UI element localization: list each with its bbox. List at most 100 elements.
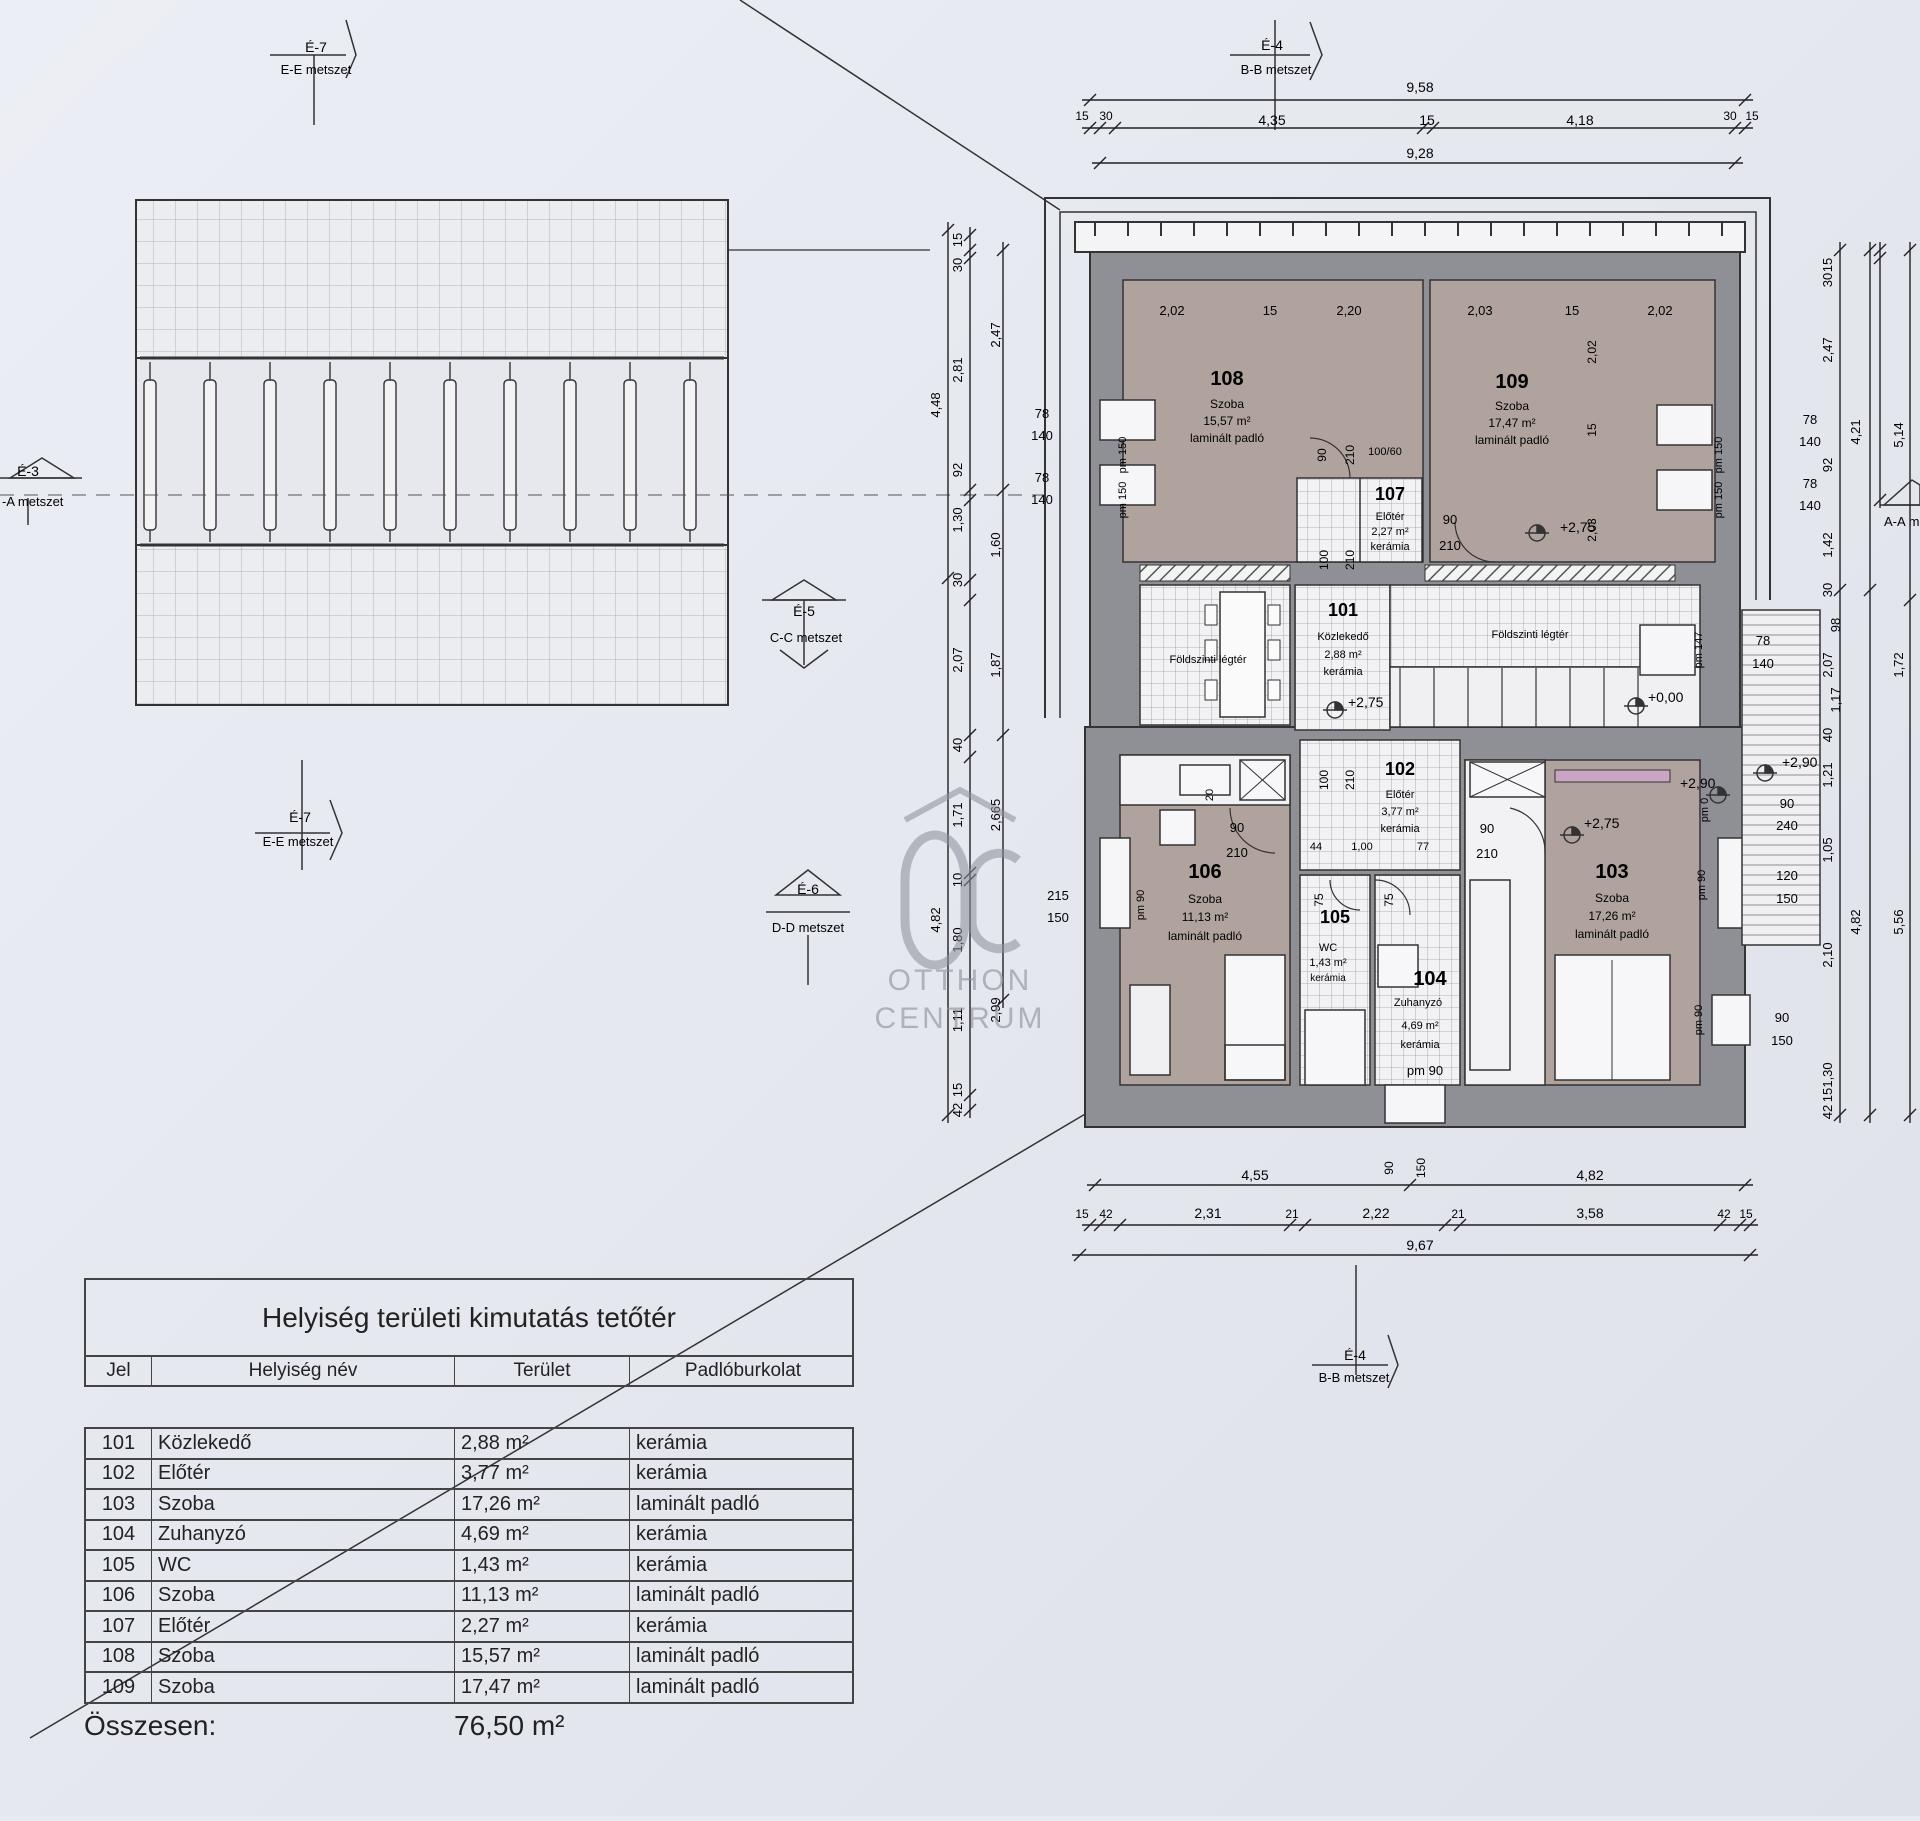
cell-area: 3,77 m² <box>455 1459 630 1488</box>
svg-text:B-B metszet: B-B metszet <box>1241 62 1312 77</box>
total-value: 76,50 m² <box>454 1709 565 1741</box>
level-symbols <box>1323 524 1777 844</box>
svg-text:90: 90 <box>1382 1161 1396 1175</box>
building-plan <box>1044 197 1821 1128</box>
svg-text:15: 15 <box>1565 303 1579 318</box>
dimension-label: 92 <box>1820 458 1835 472</box>
cell-area: 1,43 m² <box>455 1551 630 1580</box>
dimension-label: 2,10 <box>1820 942 1835 967</box>
svg-text:pm 150: pm 150 <box>1713 437 1725 474</box>
dimension-label: 15 <box>1820 258 1835 272</box>
watermark-text: OTTHON CENTRUM <box>875 964 1046 1035</box>
svg-text:140: 140 <box>1799 498 1821 513</box>
svg-text:44: 44 <box>1310 841 1322 853</box>
svg-text:+2,75: +2,75 <box>1560 519 1596 535</box>
dimension-label: 4,21 <box>1848 419 1863 444</box>
cell-name: Közlekedő <box>152 1429 455 1458</box>
dimension-label: 2,07 <box>1820 652 1835 677</box>
cell-flooring: kerámia <box>636 1614 708 1637</box>
room-label-101: 101 Közlekedő 2,88 m² kerámia <box>1317 600 1368 678</box>
svg-text:pm 150: pm 150 <box>1713 482 1725 519</box>
dimension-label: 2,81 <box>950 357 965 382</box>
section-line <box>29 1109 1093 1739</box>
room-label-104: 104 Zuhanyzó 4,69 m² kerámia <box>1394 968 1448 1051</box>
svg-text:pm 0: pm 0 <box>1699 798 1711 822</box>
svg-text:2,02: 2,02 <box>1159 303 1184 318</box>
svg-text:11,13 m²: 11,13 m² <box>1182 910 1228 924</box>
svg-text:2,03: 2,03 <box>1467 303 1492 318</box>
section-marker-e5: É-5 C-C metszet <box>762 579 846 669</box>
svg-text:kerámia: kerámia <box>1370 541 1410 553</box>
svg-text:CENTRUM: CENTRUM <box>875 1002 1046 1035</box>
svg-text:2,02: 2,02 <box>1647 303 1672 318</box>
svg-text:90: 90 <box>1315 448 1329 462</box>
svg-text:pm 147: pm 147 <box>1693 632 1705 669</box>
dimension-top: 9,58 9,28 15 30 4,35 15 4,18 30 15 <box>1075 79 1759 161</box>
svg-text:78: 78 <box>1803 476 1817 491</box>
table-title: Helyiség területi kimutatás tetőtér <box>84 1278 854 1355</box>
cell-area: 15,57 m² <box>455 1642 630 1671</box>
cell-name: WC <box>152 1551 455 1580</box>
svg-text:15: 15 <box>1075 1207 1089 1221</box>
cell-area: 2,88 m² <box>455 1429 630 1458</box>
svg-text:30: 30 <box>1099 109 1113 123</box>
dimension-label: 1,71 <box>950 802 965 827</box>
cell-id: 108 <box>86 1642 152 1671</box>
cell-id: 101 <box>86 1429 152 1458</box>
svg-text:75: 75 <box>1312 893 1326 907</box>
svg-text:kerámia: kerámia <box>1323 666 1363 678</box>
dimension-label: 1,87 <box>988 652 1003 677</box>
dimension-label: 98 <box>1828 618 1843 632</box>
void-label-left: Földszinti légtér <box>1169 654 1246 666</box>
dimension-label: 42 <box>950 1103 965 1117</box>
dimension-label: 15 <box>1820 1088 1835 1102</box>
svg-text:Szoba: Szoba <box>1595 891 1629 905</box>
svg-text:É-6: É-6 <box>797 881 819 897</box>
cell-id: 109 <box>86 1673 152 1702</box>
svg-text:C-C metszet: C-C metszet <box>770 630 843 645</box>
section-marker-e4-top: É-4 B-B metszet <box>1230 20 1323 130</box>
svg-text:pm 90: pm 90 <box>1693 1005 1705 1036</box>
table-total: Összesen: 76,50 m² <box>84 1710 854 1742</box>
svg-text:140: 140 <box>1799 434 1821 449</box>
dimension-label: 1,21 <box>1820 762 1835 787</box>
dimension-label: 30 <box>1820 273 1835 287</box>
svg-text:2,20: 2,20 <box>1336 303 1361 318</box>
svg-text:2,31: 2,31 <box>1194 1205 1221 1221</box>
dimension-label: 4,48 <box>928 392 943 417</box>
opening-dimensions: 78 140 78 140 78 140 78 140 78 140 215 1… <box>1031 406 1821 1178</box>
svg-text:WC: WC <box>1319 942 1337 954</box>
roof-plan-view <box>0 199 1050 706</box>
room-label-107: 107 Előtér 2,27 m² kerámia <box>1370 484 1410 553</box>
svg-text:210: 210 <box>1476 846 1498 861</box>
svg-text:É-4: É-4 <box>1261 37 1283 53</box>
svg-text:É-7: É-7 <box>305 39 327 55</box>
cell-id: 106 <box>86 1581 152 1610</box>
cell-id: 105 <box>86 1551 152 1580</box>
svg-text:9,67: 9,67 <box>1406 1237 1433 1253</box>
svg-text:77: 77 <box>1417 841 1429 853</box>
cell-id: 107 <box>86 1612 152 1641</box>
svg-text:30: 30 <box>1723 109 1737 123</box>
svg-text:D-D metszet: D-D metszet <box>772 920 845 935</box>
svg-text:Szoba: Szoba <box>1210 397 1244 411</box>
dimension-label: 30 <box>950 573 965 587</box>
cell-area: 11,13 m² <box>455 1581 630 1610</box>
svg-text:É-5: É-5 <box>793 603 815 619</box>
dimension-label: 1,17 <box>1828 687 1843 712</box>
svg-text:pm 150: pm 150 <box>1117 482 1129 519</box>
svg-text:150: 150 <box>1047 910 1069 925</box>
cell-flooring: kerámia <box>636 1553 708 1576</box>
dimension-label: 30 <box>1820 583 1835 597</box>
cell-flooring: laminált padló <box>636 1584 760 1607</box>
cell-name: Előtér <box>152 1612 455 1641</box>
svg-text:Előtér: Előtér <box>1376 511 1405 523</box>
svg-text:4,69 m²: 4,69 m² <box>1401 1020 1439 1032</box>
room-label-109: 109 Szoba 17,47 m² laminált padló 2,03 1… <box>1467 303 1672 542</box>
svg-text:9,28: 9,28 <box>1406 145 1433 161</box>
svg-text:100: 100 <box>1317 770 1331 790</box>
